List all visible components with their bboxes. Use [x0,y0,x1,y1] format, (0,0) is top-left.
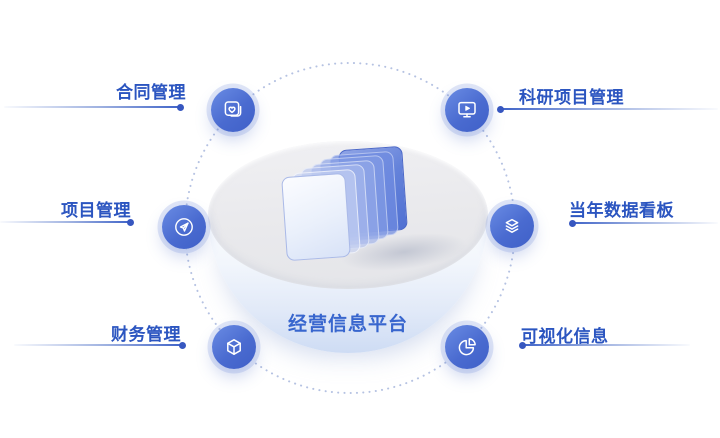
platform-label: 经营信息平台 [287,314,408,335]
stacked-panel [281,172,351,262]
node-label-visualization: 可视化信息 [521,327,609,346]
layers-icon [505,218,519,233]
connector-line-finance [14,341,186,349]
connector-dot [497,105,504,113]
node-icon-research [445,88,489,132]
connector-line-research [497,105,718,113]
cube-icon [227,339,241,355]
node-label-research: 科研项目管理 [519,88,624,107]
node-icon-dashboard [490,204,534,248]
node-label-dashboard: 当年数据看板 [569,201,674,220]
connector-line-contract [4,103,184,111]
stacked-panels [281,145,424,270]
node-label-contract: 合同管理 [116,83,186,102]
connector-dot [179,341,186,349]
paper-plane-icon [175,218,193,236]
connector-line-dashboard [569,219,718,227]
heart-card-icon [224,101,242,117]
monitor-play-icon [458,101,476,118]
connector-dot [127,218,134,226]
connector-dot [177,103,184,111]
node-icon-project [162,205,206,249]
connector-dot [519,341,526,349]
node-label-project: 项目管理 [61,201,131,220]
node-icon-finance [212,325,256,369]
connector-line-project [0,218,134,226]
node-icon-visualization [445,325,489,369]
connector-line-visualization [519,341,690,349]
node-label-finance: 财务管理 [111,325,181,344]
pie-chart-icon [458,338,476,356]
node-icon-contract [211,88,255,132]
connector-dot [569,219,576,227]
